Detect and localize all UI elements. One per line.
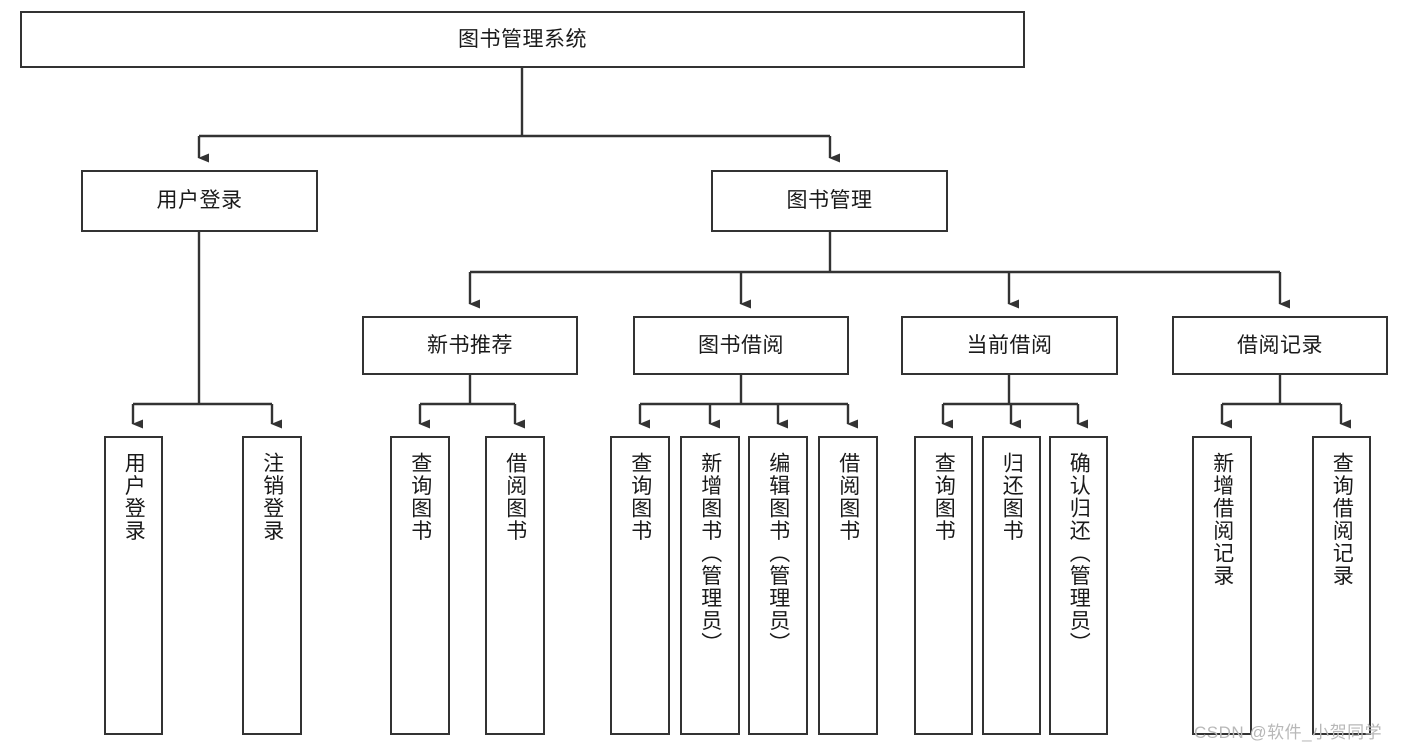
leaf-logout[interactable]: 注销登录 [242, 436, 302, 735]
leaf-query-book-recommend[interactable]: 查询图书 [390, 436, 450, 735]
leaf-edit-book-admin[interactable]: 编辑图书（管理员） [748, 436, 808, 735]
node-current-borrow[interactable]: 当前借阅 [901, 316, 1118, 375]
leaf-add-borrow-record[interactable]: 新增借阅记录 [1192, 436, 1252, 735]
leaf-borrow-book-recommend[interactable]: 借阅图书 [485, 436, 545, 735]
node-label: 查询图书 [408, 452, 432, 542]
node-label: 查询图书 [932, 452, 956, 542]
node-label: 查询借阅记录 [1330, 452, 1354, 587]
node-label: 用户登录 [122, 452, 146, 542]
node-label: 图书管理 [786, 189, 873, 213]
node-label: 新增借阅记录 [1210, 452, 1234, 587]
leaf-confirm-return-admin[interactable]: 确认归还（管理员） [1049, 436, 1108, 735]
node-label: 确认归还（管理员） [1067, 452, 1091, 655]
leaf-return-book[interactable]: 归还图书 [982, 436, 1041, 735]
node-borrow-record[interactable]: 借阅记录 [1172, 316, 1388, 375]
node-label: 新书推荐 [427, 333, 513, 357]
node-book-borrow[interactable]: 图书借阅 [633, 316, 849, 375]
leaf-borrow-book[interactable]: 借阅图书 [818, 436, 878, 735]
node-label: 查询图书 [628, 452, 652, 542]
leaf-query-book-current[interactable]: 查询图书 [914, 436, 973, 735]
node-label: 图书管理系统 [458, 27, 587, 51]
node-label: 图书借阅 [698, 333, 784, 357]
node-new-book-recommend[interactable]: 新书推荐 [362, 316, 578, 375]
node-label: 借阅图书 [836, 452, 860, 542]
node-label: 当前借阅 [966, 333, 1053, 357]
node-label: 借阅图书 [503, 452, 527, 542]
node-label: 编辑图书（管理员） [766, 452, 790, 655]
node-label: 新增图书（管理员） [698, 452, 722, 655]
leaf-user-login[interactable]: 用户登录 [104, 436, 163, 735]
node-label: 用户登录 [156, 189, 243, 213]
node-label: 归还图书 [1000, 452, 1024, 542]
node-book-management-module[interactable]: 图书管理 [711, 170, 948, 232]
node-user-login-module[interactable]: 用户登录 [81, 170, 318, 232]
leaf-query-borrow-record[interactable]: 查询借阅记录 [1312, 436, 1371, 735]
leaf-query-book[interactable]: 查询图书 [610, 436, 670, 735]
node-root-system[interactable]: 图书管理系统 [20, 11, 1025, 68]
node-label: 注销登录 [260, 452, 284, 542]
leaf-add-book-admin[interactable]: 新增图书（管理员） [680, 436, 740, 735]
node-label: 借阅记录 [1237, 333, 1323, 357]
watermark: CSDN @软件_小贺同学 [1194, 723, 1383, 742]
